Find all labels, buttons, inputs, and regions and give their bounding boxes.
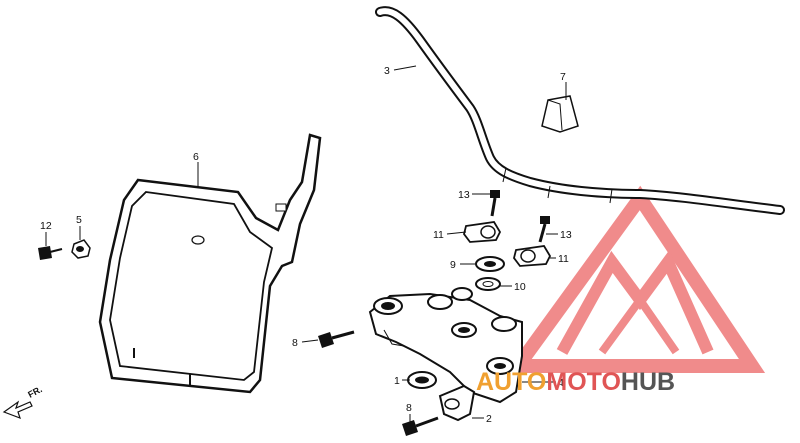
callout-3: 3: [384, 65, 390, 77]
callout-2: 2: [486, 413, 492, 425]
callout-4: 4: [558, 377, 564, 389]
watermark-part-moto: MOTO: [546, 368, 621, 396]
callout-labels: 3 7 6 12 5 13 11 13 9 11 10 8 1 4 8 2: [40, 65, 572, 425]
front-direction-indicator: FR.: [2, 384, 44, 420]
callout-11-left: 11: [433, 229, 444, 241]
washer-9: [475, 256, 505, 272]
holder-11-right: [513, 245, 552, 267]
callout-1: 1: [394, 375, 400, 387]
watermark-part-auto: AUTO: [476, 368, 546, 396]
holder-11-left: [463, 221, 502, 243]
bolt-8-lower: [402, 416, 439, 436]
handlebar: [375, 6, 785, 215]
callout-5: 5: [76, 214, 82, 226]
cap-1: [407, 371, 437, 389]
callout-8-lower: 8: [406, 402, 412, 414]
watermark-text: AUTOMOTOHUB: [476, 368, 675, 396]
bolt-8-upper: [318, 330, 355, 348]
callout-8-upper: 8: [292, 337, 298, 349]
collar-5: [71, 239, 91, 259]
number-plate: [98, 133, 322, 394]
callout-6: 6: [193, 151, 199, 163]
bolt-13-left: [490, 190, 500, 217]
bolt-13-right: [538, 216, 550, 243]
bar-pad: [541, 95, 579, 133]
clamp-2: [438, 384, 476, 422]
svg-text:AUTOMOTOHUB: AUTOMOTOHUB: [476, 368, 675, 396]
watermark-logo: [504, 185, 766, 373]
callout-13-right: 13: [560, 229, 572, 241]
callout-7: 7: [560, 71, 566, 83]
top-bridge: [368, 287, 523, 404]
callout-13-left: 13: [458, 189, 470, 201]
callout-9: 9: [450, 259, 456, 271]
leader-lines: [45, 65, 567, 424]
direction-label: FR.: [26, 384, 43, 400]
ring-10: [475, 277, 501, 291]
callout-11-right: 11: [558, 253, 569, 265]
callout-12: 12: [40, 220, 52, 232]
watermark-part-hub: HUB: [621, 368, 675, 396]
callout-10: 10: [514, 281, 526, 293]
bolt-12: [38, 246, 63, 260]
